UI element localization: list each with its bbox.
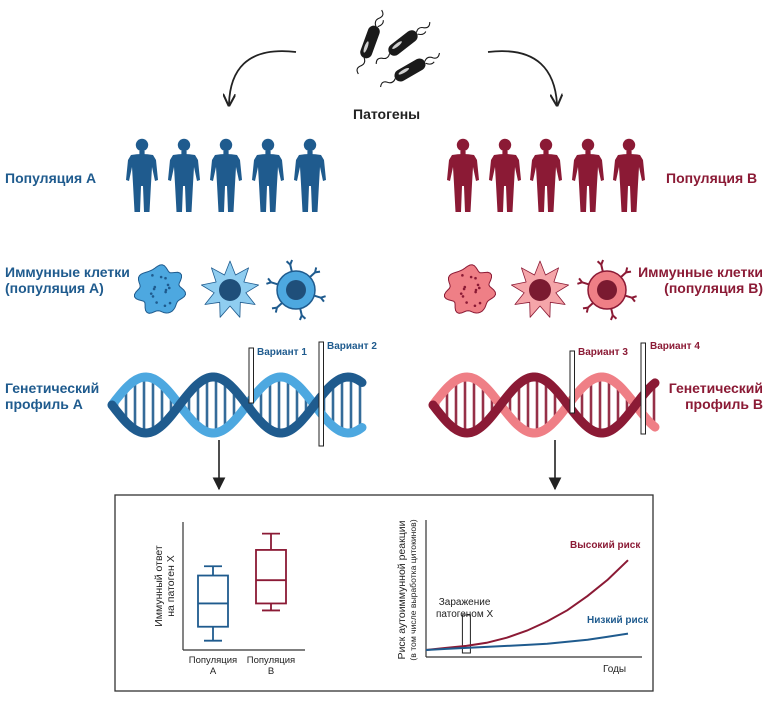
variant-3-marker [569,350,575,414]
variant-4-label: Вариант 4 [650,341,700,352]
immune-response-boxplot [182,522,305,651]
variant-4-marker [640,342,646,435]
macrophage-cell-icon [444,264,497,314]
box-mark [197,565,229,642]
person-icon [530,138,562,212]
person-icon [447,138,479,212]
immune-cells-a-label: Иммунные клетки (популяция A) [5,264,130,296]
person-icon [294,138,326,212]
bacterium-icon [380,52,440,88]
person-icon [613,138,645,212]
dna-helix-b-icon [428,372,660,438]
series-line-high-risk [425,559,629,651]
b-cell-icon [266,259,326,321]
autoimmune-risk-line-chart [425,520,642,658]
person-icon [489,138,521,212]
infection-annotation-line2: патогеном X [436,608,494,620]
genetic-profile-a-label-line2: профиль A [5,396,83,413]
genetic-profile-b-label-line1: Генетический [668,380,763,396]
population-a-people [126,138,326,212]
bacterium-icon [356,9,384,75]
pathogens-label: Патогены [353,106,421,122]
linechart-xlabel: Годы [603,664,627,675]
genetic-profile-b-label: Генетический профиль B [669,380,763,412]
immune-cells-b [444,259,637,321]
linechart-ylabel-line2: (в том числе выработка цитокинов) [408,519,418,660]
linechart-ylabel-line1: Риск аутоиммунной реакции [396,520,408,659]
genetic-profile-b-label-line2: профиль B [685,396,763,413]
immune-cells-a-label-line2: (популяция A) [5,280,104,297]
variant-1-marker [248,347,254,404]
infection-annotation: Заражение патогеном X [436,597,493,620]
series-label-high-risk: Высокий риск [570,540,641,551]
person-icon [126,138,158,212]
person-icon [210,138,242,212]
category-b-label: Популяция B [241,655,301,678]
boxplot-ylabel-line2: на патоген X [165,555,177,617]
infection-annotation-line1: Заражение [438,597,491,608]
variant-1-label: Вариант 1 [257,347,307,358]
category-a-line1: Популяция [188,655,238,666]
immune-cells-a-label-line1: Иммунные клетки [5,264,130,280]
immune-cells-a [134,259,326,321]
box-mark [255,532,287,612]
variant-3-label: Вариант 3 [578,347,628,358]
dna-helix-a-icon [107,372,367,438]
category-b-line1: Популяция [246,655,296,666]
genetic-profile-a-label-line1: Генетический [5,380,100,396]
category-a-line2: A [209,665,217,677]
curved-arrow-left-icon [229,50,297,104]
population-b-label: Популяция B [666,170,758,186]
dendritic-cell-icon [201,260,259,318]
person-icon [572,138,604,212]
category-a-label: Популяция A [183,655,243,678]
boxplot-ylabel-line1: Иммунный ответ [153,545,165,627]
pathogen-bacteria-icon [356,9,440,88]
immune-cells-b-label-line2: (популяция B) [664,280,763,297]
population-b-people [447,138,645,212]
variant-2-label: Вариант 2 [327,341,377,352]
macrophage-cell-icon [134,264,187,314]
population-a-label: Популяция A [5,170,97,186]
category-b-line2: B [267,665,275,677]
genetic-profile-a-label: Генетический профиль A [5,380,99,412]
person-icon [252,138,284,212]
dendritic-cell-icon [511,260,569,318]
infection-marker [461,614,471,654]
series-label-low-risk: Низкий риск [587,615,649,626]
curved-arrow-right-icon [487,50,557,104]
person-icon [168,138,200,212]
immune-cells-b-label-line1: Иммунные клетки [638,264,763,280]
variant-2-marker [318,341,324,447]
series-line-low-risk [425,632,629,651]
bacterium-icon [375,22,431,64]
b-cell-icon [577,259,637,321]
immune-cells-b-label: Иммунные клетки (популяция B) [638,264,763,296]
